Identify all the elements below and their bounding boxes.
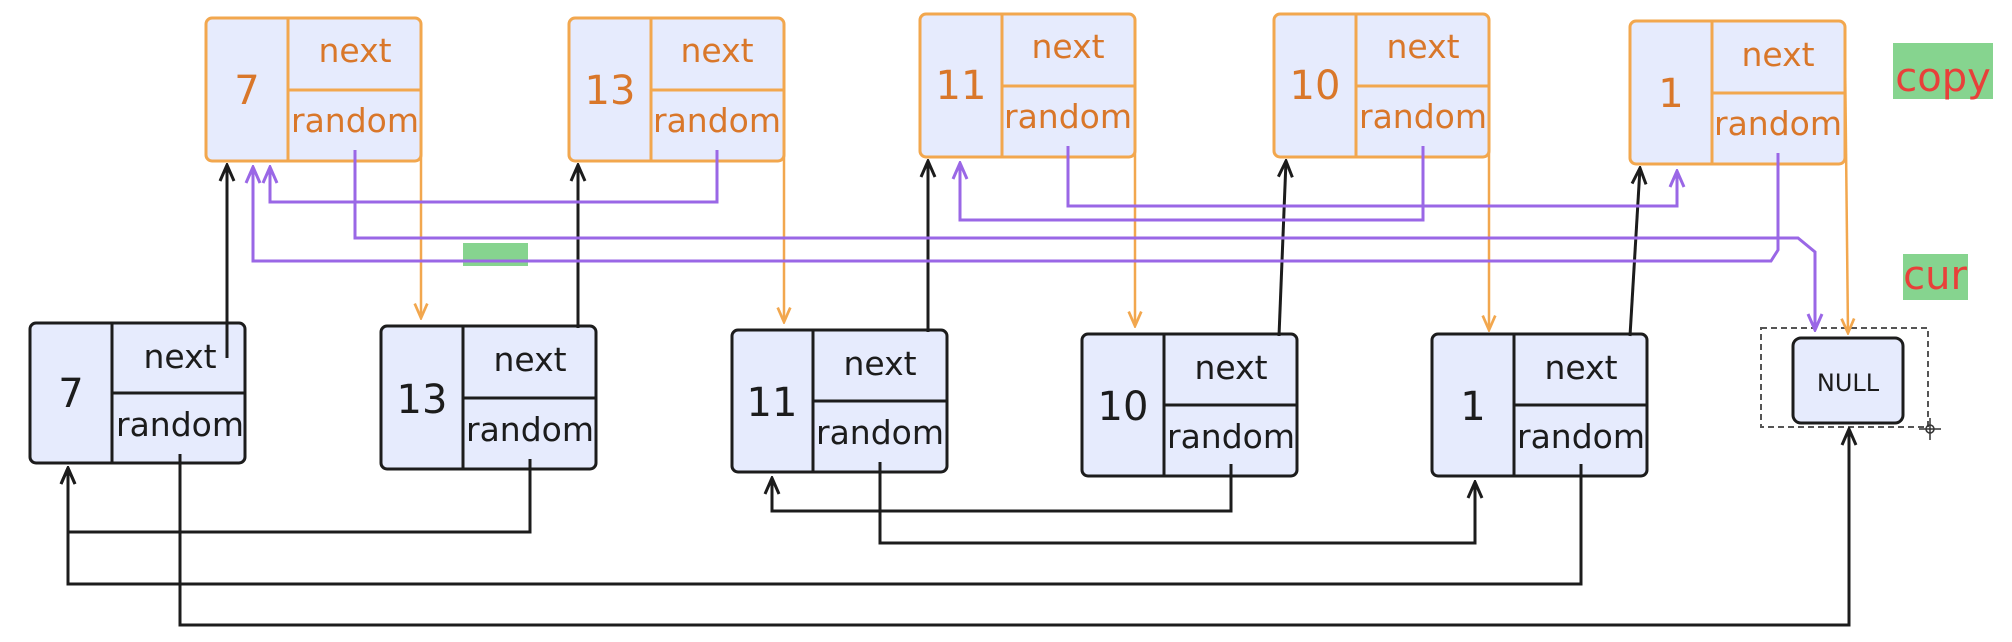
random-field-label: random <box>816 413 944 452</box>
copy-node-5: 1 next random <box>1628 19 1847 166</box>
random-field-label: random <box>653 101 781 140</box>
copy-node-2: 13 next random <box>567 16 786 163</box>
random-field-label: random <box>466 410 594 449</box>
original-node-2: 13 next random <box>379 324 598 471</box>
null-label: NULL <box>1817 369 1880 397</box>
node-value: 11 <box>747 380 798 426</box>
copy-label: copy <box>1895 55 1991 101</box>
copy-label-highlight <box>1893 43 1993 99</box>
next-field-label: next <box>1741 35 1814 74</box>
copy-random-arrow-5 <box>253 153 1780 263</box>
random-field-label: random <box>1004 97 1132 136</box>
copy-random-arrow-1 <box>353 150 1815 330</box>
original-node-3: 11 next random <box>730 328 949 474</box>
original-node-1: 7 next random <box>28 321 247 465</box>
random-field-label: random <box>1167 417 1295 456</box>
next-field-label: next <box>1194 348 1267 387</box>
node-value: 11 <box>936 63 987 109</box>
node-value: 13 <box>585 68 636 114</box>
copy-next-arrow-5 <box>1845 52 1848 333</box>
random-field-label: random <box>1517 417 1645 456</box>
node-value: 1 <box>1658 71 1683 117</box>
cur-label: cur <box>1903 253 1967 299</box>
node-value: 10 <box>1290 63 1341 109</box>
copy-random-arrow-4 <box>960 146 1425 222</box>
next-field-label: next <box>1031 27 1104 66</box>
next-field-label: next <box>1544 348 1617 387</box>
cur-label-highlight <box>1903 254 1968 300</box>
node-value: 10 <box>1098 384 1149 430</box>
orig-random-arrow-3 <box>878 462 1475 545</box>
copy-random-arrow-2 <box>270 150 719 204</box>
random-field-label: random <box>116 405 244 444</box>
orig-random-arrow-1 <box>178 429 1849 627</box>
random-field-label: random <box>1714 104 1842 143</box>
random-field-label: random <box>1359 97 1487 136</box>
highlight-mark <box>463 243 528 266</box>
next-field-label: next <box>143 337 216 376</box>
original-node-4: 10 next random <box>1080 332 1299 478</box>
copy-node-1: 7 next random <box>204 16 423 163</box>
next-field-label: next <box>318 31 391 70</box>
next-field-label: next <box>843 344 916 383</box>
node-value: 1 <box>1460 384 1485 430</box>
node-value: 13 <box>397 377 448 423</box>
copy-node-3: 11 next random <box>918 12 1137 159</box>
orig-random-arrow-4 <box>772 464 1233 513</box>
node-value: 7 <box>234 68 259 114</box>
original-node-5: 1 next random <box>1430 332 1649 478</box>
orig-next-arrow-4 <box>1279 161 1286 337</box>
orig-next-arrow-5 <box>1628 168 1640 337</box>
random-field-label: random <box>291 101 419 140</box>
copy-node-4: 10 next random <box>1272 12 1491 159</box>
crosshair-cursor-icon <box>1919 418 1941 440</box>
next-field-label: next <box>680 31 753 70</box>
copy-random-arrow-3 <box>1066 146 1677 208</box>
orig-random-arrow-5 <box>68 464 1583 586</box>
node-value: 7 <box>58 371 83 417</box>
next-field-label: next <box>493 340 566 379</box>
next-field-label: next <box>1386 27 1459 66</box>
null-node <box>1791 336 1905 425</box>
